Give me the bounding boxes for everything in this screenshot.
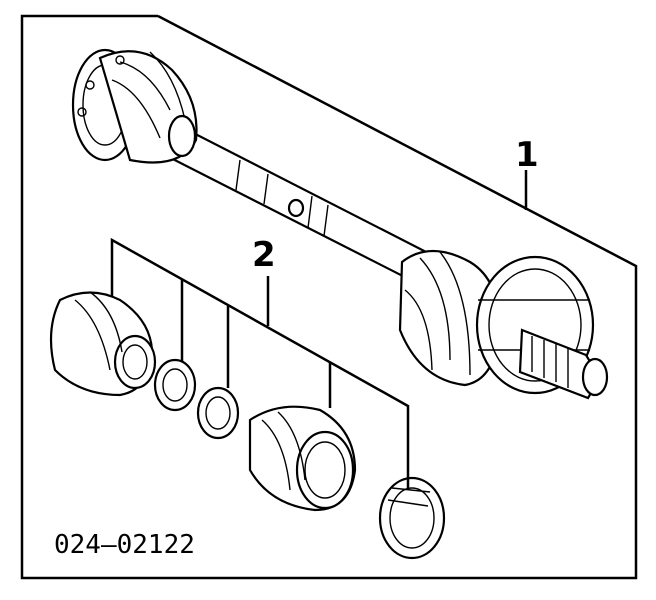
drive-shaft-assembly (71, 48, 609, 400)
callout-2-label: 2 (252, 235, 276, 275)
callout-1-label: 1 (515, 135, 539, 175)
diagram-frame (20, 14, 638, 580)
repair-kit-parts (49, 291, 446, 560)
reference-code: 024–02122 (54, 530, 195, 560)
callout-2-bracket (110, 237, 410, 490)
